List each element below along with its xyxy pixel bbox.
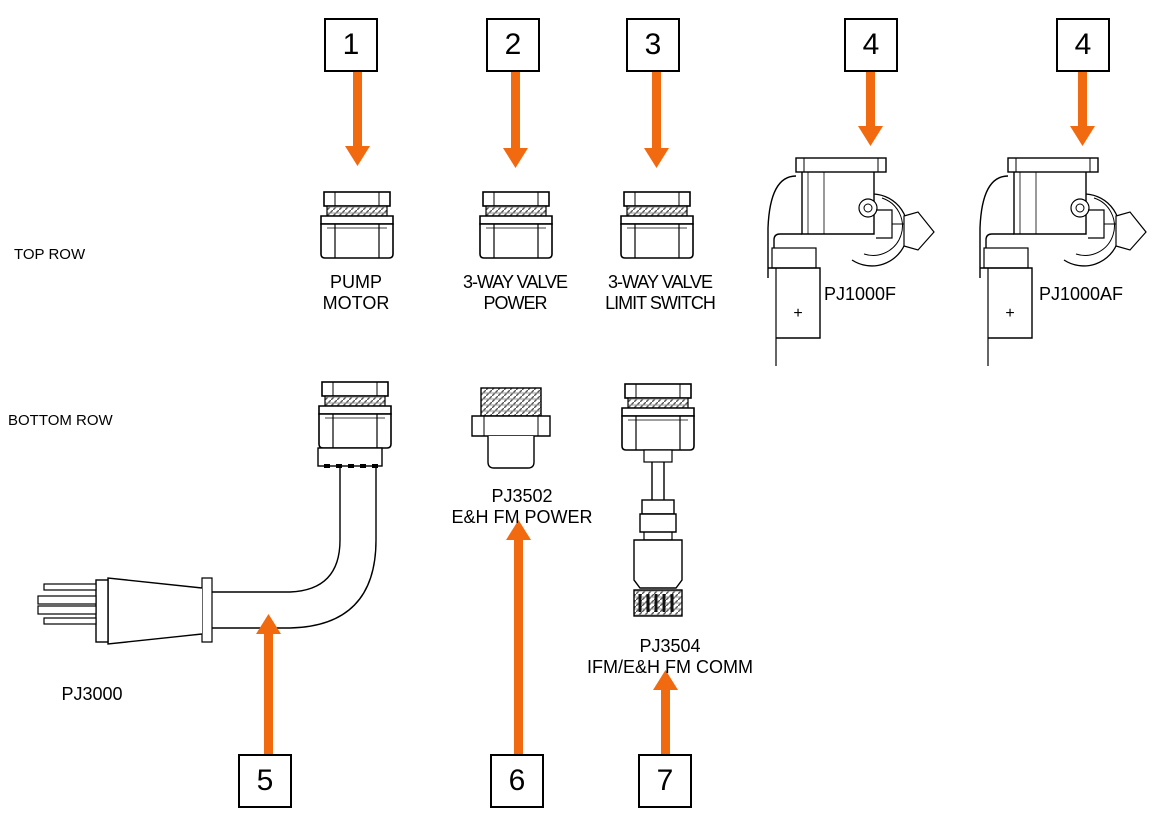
- pj3000-label: PJ3000: [61, 684, 123, 704]
- bottom-row-label: BOTTOM ROW: [8, 412, 113, 429]
- valve-limit-connector: [620, 191, 694, 259]
- pj1000f-connector: [767, 157, 935, 367]
- callout-7: 7: [638, 754, 692, 808]
- callout-2: 2: [486, 18, 540, 72]
- pj1000af-label: PJ1000AF: [1038, 284, 1124, 304]
- pump-motor-connector: [320, 191, 394, 259]
- callout-1: 1: [324, 18, 378, 72]
- callout-4-right: 4: [1056, 18, 1110, 72]
- pj1000f-label: PJ1000F: [823, 284, 897, 304]
- valve-power-connector: [479, 191, 553, 259]
- pj3502-connector: [471, 387, 551, 469]
- pj3000-cable: [37, 381, 392, 645]
- callout-4-left: 4: [844, 18, 898, 72]
- pj3504-connector: [621, 383, 695, 617]
- pj1000af-connector: [979, 157, 1147, 367]
- callout-5: 5: [238, 754, 292, 808]
- top-row-label: TOP ROW: [14, 246, 86, 263]
- callout-arrows: [256, 72, 1095, 754]
- callout-6: 6: [490, 754, 544, 808]
- callout-3: 3: [626, 18, 680, 72]
